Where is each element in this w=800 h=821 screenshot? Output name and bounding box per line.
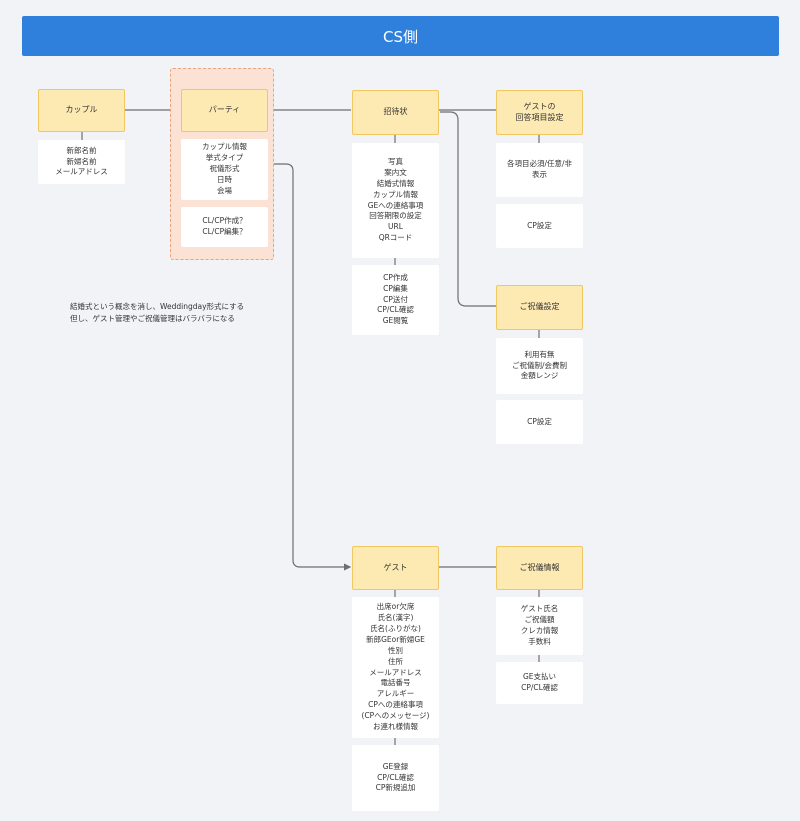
node-invitation[interactable]: 招待状 bbox=[352, 90, 439, 135]
node-couple[interactable]: カップル bbox=[38, 89, 125, 132]
card-guest-fields: 出席or欠席 氏名(漢字) 氏名(ふりがな) 新郎GEor新婦GE 性別 住所 … bbox=[352, 597, 439, 738]
card-answer-items: 各項目必須/任意/非 表示 bbox=[496, 143, 583, 197]
card-guest-ops: GE登録 CP/CL確認 CP新規追加 bbox=[352, 745, 439, 811]
card-gift-info-ops: GE支払い CP/CL確認 bbox=[496, 662, 583, 704]
card-gift-info-fields: ゲスト氏名 ご祝儀額 クレカ情報 手数料 bbox=[496, 597, 583, 655]
node-guest[interactable]: ゲスト bbox=[352, 546, 439, 590]
card-party-fields: カップル情報 挙式タイプ 祝儀形式 日時 会場 bbox=[181, 139, 268, 200]
card-party-cl: CL/CP作成？ CL/CP編集？ bbox=[181, 207, 268, 247]
edge-party-guest bbox=[274, 163, 352, 571]
card-invitation-fields: 写真 案内文 結婚式情報 カップル情報 GEへの連絡事項 回答期限の設定 URL… bbox=[352, 143, 439, 258]
card-answer-cp: CP設定 bbox=[496, 204, 583, 248]
node-gift-settings[interactable]: ご祝儀設定 bbox=[496, 285, 583, 330]
diagram-title: CS側 bbox=[22, 16, 779, 56]
card-gift-cp: CP設定 bbox=[496, 400, 583, 444]
diagram-note: 結婚式という概念を消し、Weddingday形式にする 但し、ゲスト管理やご祝儀… bbox=[70, 302, 245, 323]
card-invitation-cp: CP作成 CP編集 CP送付 CP/CL確認 GE閲覧 bbox=[352, 265, 439, 335]
node-gift-info[interactable]: ご祝儀情報 bbox=[496, 546, 583, 590]
node-party[interactable]: パーティ bbox=[181, 89, 268, 132]
edge-invitation-gift bbox=[440, 111, 496, 307]
card-gift-fields: 利用有無 ご祝儀制/会費制 金額レンジ bbox=[496, 338, 583, 394]
node-guest-answer-settings[interactable]: ゲストの 回答項目設定 bbox=[496, 90, 583, 135]
card-couple-fields: 新郎名前 新婦名前 メールアドレス bbox=[38, 140, 125, 184]
